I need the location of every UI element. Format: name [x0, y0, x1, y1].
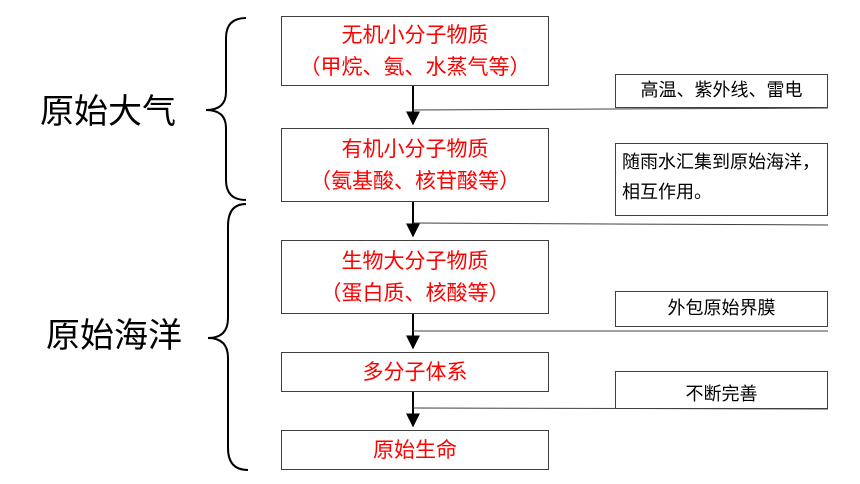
stage-primitive-life: 原始生命 [281, 430, 549, 470]
stage-examples: （蛋白质、核酸等） [320, 281, 510, 305]
connector-1 [412, 107, 829, 111]
connector-2 [412, 222, 829, 226]
condition-note-2: 随雨水汇集到原始海洋，相互作用。 [615, 143, 828, 216]
stage-inorganic-small-molecules: 无机小分子物质 （甲烷、氨、水蒸气等） [281, 16, 549, 86]
stage-title: 有机小分子物质 [341, 137, 489, 161]
stage-title: 生物大分子物质 [341, 249, 489, 273]
brace-ocean [207, 203, 249, 471]
condition-text: 外包原始界膜 [667, 298, 776, 319]
stage-biological-macromolecules: 生物大分子物质 （蛋白质、核酸等） [281, 240, 549, 314]
label-primitive-atmosphere: 原始大气 [40, 92, 176, 132]
stage-title: 多分子体系 [362, 360, 468, 384]
condition-text: 高温、紫外线、雷电 [640, 80, 803, 101]
stage-multimolecular-system: 多分子体系 [281, 352, 549, 392]
condition-text: 不断完善 [685, 384, 758, 405]
stage-examples: （甲烷、氨、水蒸气等） [299, 55, 531, 79]
stage-examples: （氨基酸、核苷酸等） [310, 169, 520, 193]
condition-text: 随雨水汇集到原始海洋，相互作用。 [622, 152, 820, 203]
condition-note-1: 高温、紫外线、雷电 [615, 74, 828, 108]
label-primitive-ocean: 原始海洋 [46, 316, 182, 356]
stage-title: 无机小分子物质 [341, 23, 489, 47]
stage-organic-small-molecules: 有机小分子物质 （氨基酸、核苷酸等） [281, 128, 549, 202]
condition-note-4: 不断完善 [615, 371, 828, 409]
condition-note-3: 外包原始界膜 [615, 291, 828, 327]
stage-title: 原始生命 [373, 438, 457, 462]
brace-atmosphere [205, 17, 247, 201]
